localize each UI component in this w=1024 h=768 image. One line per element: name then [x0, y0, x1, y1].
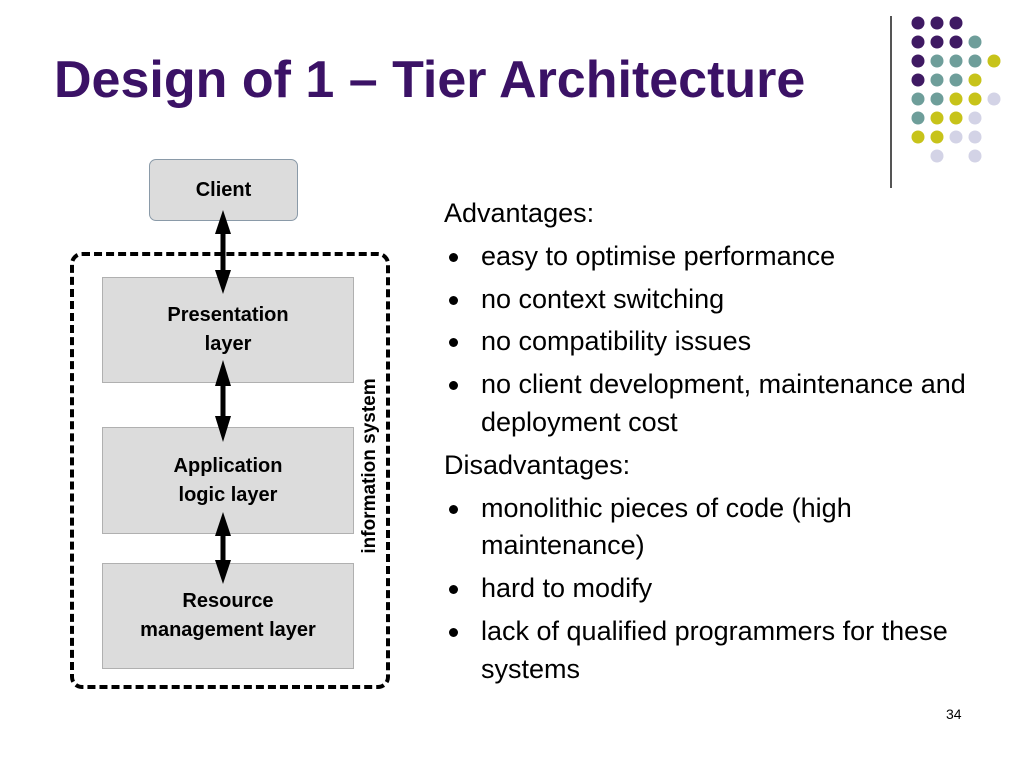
client-presentation-arrow	[215, 210, 231, 294]
decorative-dot	[930, 16, 944, 30]
advantage-item: no client development, maintenance and d…	[444, 366, 1004, 442]
disadvantages-list: monolithic pieces of code (high maintena…	[444, 490, 1004, 689]
slide-title: Design of 1 – Tier Architecture	[54, 51, 806, 109]
presentation-layer-box: Presentation layer	[102, 277, 354, 383]
decorative-dot	[911, 111, 925, 125]
presentation-logic-arrow	[215, 360, 231, 442]
bullet-text: no compatibility issues	[481, 326, 752, 357]
decorative-dot	[968, 54, 982, 68]
information-system-boundary	[70, 252, 390, 689]
bullet-icon	[449, 627, 458, 637]
bullet-icon	[449, 381, 458, 391]
decorative-dot	[911, 92, 925, 106]
advantage-item: easy to optimise performance	[444, 238, 1004, 276]
bullet-icon	[449, 585, 458, 595]
bullet-text: no client development, maintenance and d…	[481, 369, 966, 437]
decorative-dot	[949, 16, 963, 30]
header-divider-line	[890, 16, 892, 188]
text-panel: Advantages: easy to optimise performance…	[444, 195, 1004, 694]
bullet-icon	[449, 504, 458, 514]
decorative-dot	[949, 35, 963, 49]
bullet-text: no context switching	[481, 283, 725, 314]
decorative-dot	[968, 149, 982, 163]
decorative-dot	[930, 54, 944, 68]
decorative-dot	[949, 130, 963, 144]
disadvantage-item: monolithic pieces of code (high maintena…	[444, 490, 1004, 566]
decorative-dot-grid	[911, 16, 1001, 163]
disadvantage-item: lack of qualified programmers for these …	[444, 613, 1004, 689]
decorative-dot	[949, 54, 963, 68]
decorative-dot	[949, 73, 963, 87]
decorative-dot	[911, 73, 925, 87]
disadvantages-heading: Disadvantages:	[444, 449, 631, 480]
decorative-dot	[968, 73, 982, 87]
decorative-dot	[930, 149, 944, 163]
bullet-text: monolithic pieces of code (high maintena…	[481, 492, 852, 561]
application-logic-layer-box: Application logic layer	[102, 427, 354, 534]
advantage-item: no context switching	[444, 281, 1004, 319]
bullet-text: easy to optimise performance	[481, 240, 836, 271]
decorative-dot	[968, 92, 982, 106]
advantage-item: no compatibility issues	[444, 323, 1004, 361]
bullet-icon	[449, 252, 458, 262]
decorative-dot	[911, 16, 925, 30]
advantages-heading: Advantages:	[444, 198, 595, 228]
logic-resource-arrow	[215, 512, 231, 584]
decorative-dot	[911, 35, 925, 49]
advantages-list: easy to optimise performance no context s…	[444, 238, 1004, 442]
decorative-dot	[968, 111, 982, 125]
bullet-icon	[449, 338, 458, 348]
decorative-dot	[987, 92, 1001, 106]
resource-management-layer-box: Resource management layer	[102, 563, 354, 669]
bullet-icon	[449, 295, 458, 305]
disadvantage-item: hard to modify	[444, 570, 1004, 608]
bullet-text: hard to modify	[481, 573, 653, 604]
decorative-dot	[930, 92, 944, 106]
decorative-dot	[911, 130, 925, 144]
decorative-dot	[930, 130, 944, 144]
decorative-dot	[968, 35, 982, 49]
decorative-dot	[949, 92, 963, 106]
page-number: 34	[946, 706, 962, 722]
decorative-dot	[930, 35, 944, 49]
bullet-text: lack of qualified programmers for these …	[481, 615, 948, 684]
decorative-dot	[987, 54, 1001, 68]
decorative-dot	[930, 73, 944, 87]
decorative-dot	[930, 111, 944, 125]
decorative-dot	[949, 111, 963, 125]
decorative-dot	[911, 54, 925, 68]
decorative-dot	[968, 130, 982, 144]
